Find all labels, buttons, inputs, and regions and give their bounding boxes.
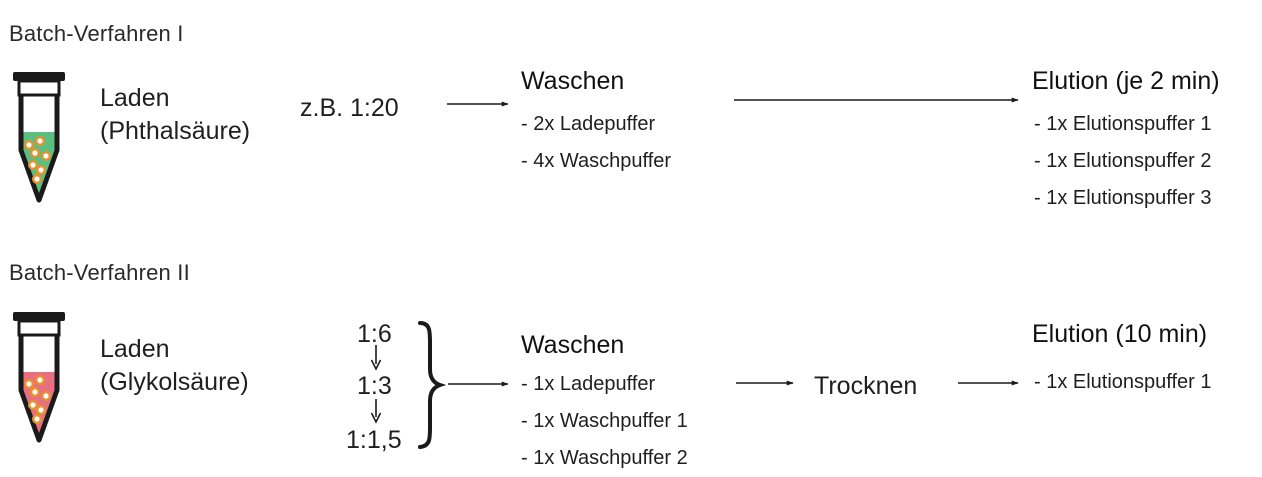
load-acid-label: (Glykolsäure) xyxy=(100,368,249,396)
ratio-step: 1:3 xyxy=(357,372,392,400)
load-block-2: Laden (Glykolsäure) xyxy=(100,333,249,399)
ratio-step: 1:6 xyxy=(357,320,392,348)
ratio-down-arrow-icon xyxy=(370,399,382,424)
elution-step: - 1x Elutionspuffer 1 xyxy=(1034,371,1212,393)
elution-step: - 1x Elutionspuffer 2 xyxy=(1034,150,1212,172)
elution-title-1: Elution (je 2 min) xyxy=(1032,67,1220,95)
ratio-down-arrow-icon xyxy=(370,345,382,371)
load-block-1: Laden (Phthalsäure) xyxy=(100,82,250,148)
wash-step: - 4x Waschpuffer xyxy=(521,150,672,172)
wash-step: - 1x Ladepuffer xyxy=(521,373,656,395)
wash-step: - 2x Ladepuffer xyxy=(521,113,656,135)
load-label: Laden xyxy=(100,84,170,112)
curly-brace-icon xyxy=(418,321,447,449)
elution-step: - 1x Elutionspuffer 3 xyxy=(1034,187,1212,209)
ratio-step: 1:1,5 xyxy=(346,426,402,454)
wash-title-1: Waschen xyxy=(521,67,625,95)
section-title-batch-2: Batch-Verfahren II xyxy=(9,260,190,285)
dry-label: Trocknen xyxy=(814,372,918,400)
wash-title-2: Waschen xyxy=(521,331,625,359)
elution-steps-2: - 1x Elutionspuffer 1 xyxy=(1034,372,1212,409)
wash-step: - 1x Waschpuffer 1 xyxy=(521,410,688,432)
tube-green-icon xyxy=(13,72,65,203)
wash-step: - 1x Waschpuffer 2 xyxy=(521,447,688,469)
elution-steps-1: - 1x Elutionspuffer 1 - 1x Elutionspuffe… xyxy=(1034,114,1212,225)
load-label: Laden xyxy=(100,335,170,363)
section-title-batch-1: Batch-Verfahren I xyxy=(9,21,184,46)
wash-steps-2: - 1x Ladepuffer - 1x Waschpuffer 1 - 1x … xyxy=(521,374,688,477)
elution-step: - 1x Elutionspuffer 1 xyxy=(1034,113,1212,135)
wash-steps-1: - 2x Ladepuffer - 4x Waschpuffer xyxy=(521,114,671,188)
load-acid-label: (Phthalsäure) xyxy=(100,117,251,145)
elution-title-2: Elution (10 min) xyxy=(1032,320,1208,348)
ratio-label: z.B. 1:20 xyxy=(300,94,399,122)
tube-pink-icon xyxy=(13,312,65,443)
